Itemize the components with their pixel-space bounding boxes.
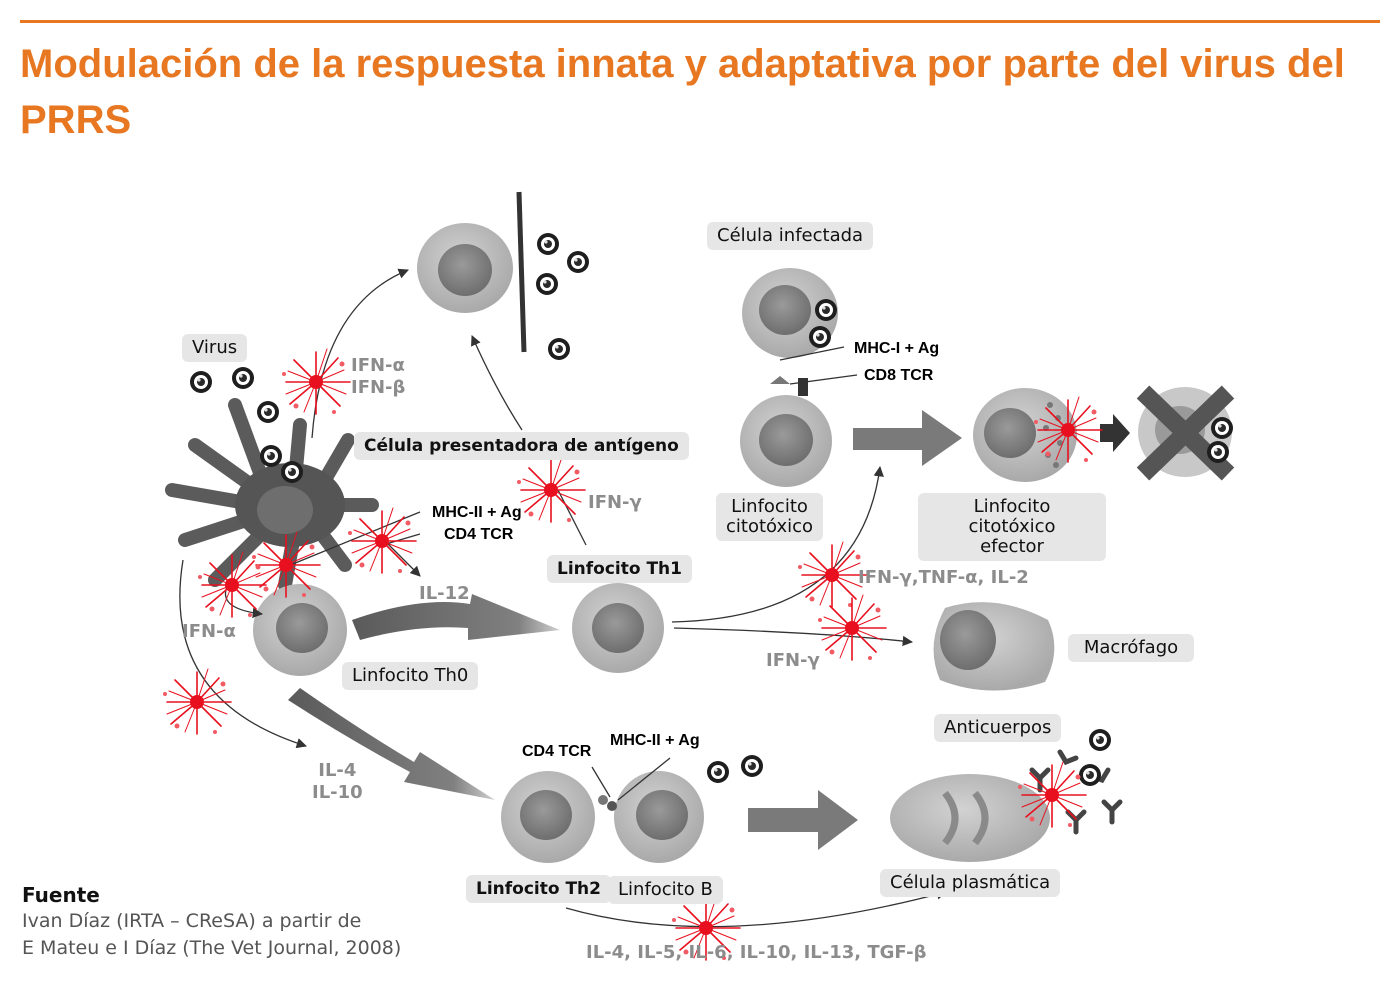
effector-ctl-cell [973,388,1077,482]
header-rule [20,20,1380,23]
ifn-gamma-th1-label: IFN-γ [588,492,642,513]
th0-label: Linfocito Th0 [342,662,479,690]
ctl-activation-arrow [853,410,962,466]
ifn-gamma-macrophage-label: IFN-γ [766,650,820,671]
infected-cell-label: Célula infectada [707,222,874,250]
macrophage-label: Macrófago [1068,634,1194,662]
mhc1-label: MHC-I + Ag [854,340,940,357]
virus-label: Virus [182,334,248,362]
source-block: Fuente Ivan Díaz (IRTA – CReSA) a partir… [22,882,401,962]
dead-cell [1136,385,1235,481]
ctl-label: Linfocito citotóxico [716,493,824,541]
th2-label: Linfocito Th2 [466,875,611,903]
antibodies-label: Anticuerpos [934,714,1062,742]
source-heading: Fuente [22,883,100,907]
plasma-cell-label: Célula plasmática [880,869,1061,897]
ifn-tnf-il2-label: IFN-γ,TNF-α, IL-2 [858,567,1029,588]
cd4-apc-label: CD4 TCR [444,526,514,543]
th1-cell [572,583,664,673]
plasma-cell [890,774,1050,862]
mhc1-receptor [770,376,808,396]
b-lymphocyte-label: Linfocito B [608,876,723,904]
mhc2-b-label: MHC-II + Ag [610,732,700,749]
apc-cell [165,398,379,592]
il12-tail-arrow [352,594,560,640]
free-virions [536,233,589,360]
page-title: Modulación de la respuesta innata y adap… [20,42,1345,142]
barrier-line [516,191,527,353]
b-lymphocyte-cell [614,755,763,863]
macrophage-cell [933,602,1055,691]
il12-label: IL-12 [419,583,470,604]
ctl-cell [740,395,832,487]
th2-cell [501,771,595,863]
source-line-1: Ivan Díaz (IRTA – CReSA) a partir de [22,910,362,932]
killing-arrow [1100,414,1130,452]
pathway-arrows [179,268,948,928]
ifn-alpha-label: IFN-α [182,621,236,642]
il4-tail-arrow [288,688,495,800]
effector-ctl-label: Linfocito citotóxico efector [918,493,1106,561]
b-to-plasma-arrow [748,790,858,850]
mhc2-receptor-b [598,795,617,811]
il4-il10-label: IL-4 IL-10 [312,760,363,803]
cd8-label: CD8 TCR [864,367,934,384]
neutralized-cell [417,223,513,313]
th1-label: Linfocito Th1 [547,555,692,583]
apc-label: Célula presentadora de antígeno [354,432,689,460]
th2-cytokines-label: IL-4, IL-5, IL-6, IL-10, IL-13, TGF-β [586,942,927,963]
mhc2-apc-label: MHC-II + Ag [432,504,522,521]
source-line-2: E Mateu e I Díaz (The Vet Journal, 2008) [22,937,402,959]
cd4-th2-label: CD4 TCR [522,743,592,760]
ifn-alpha-beta-label: IFN-α IFN-β [351,355,406,398]
th0-cell [253,584,347,676]
infected-cell [742,268,838,358]
